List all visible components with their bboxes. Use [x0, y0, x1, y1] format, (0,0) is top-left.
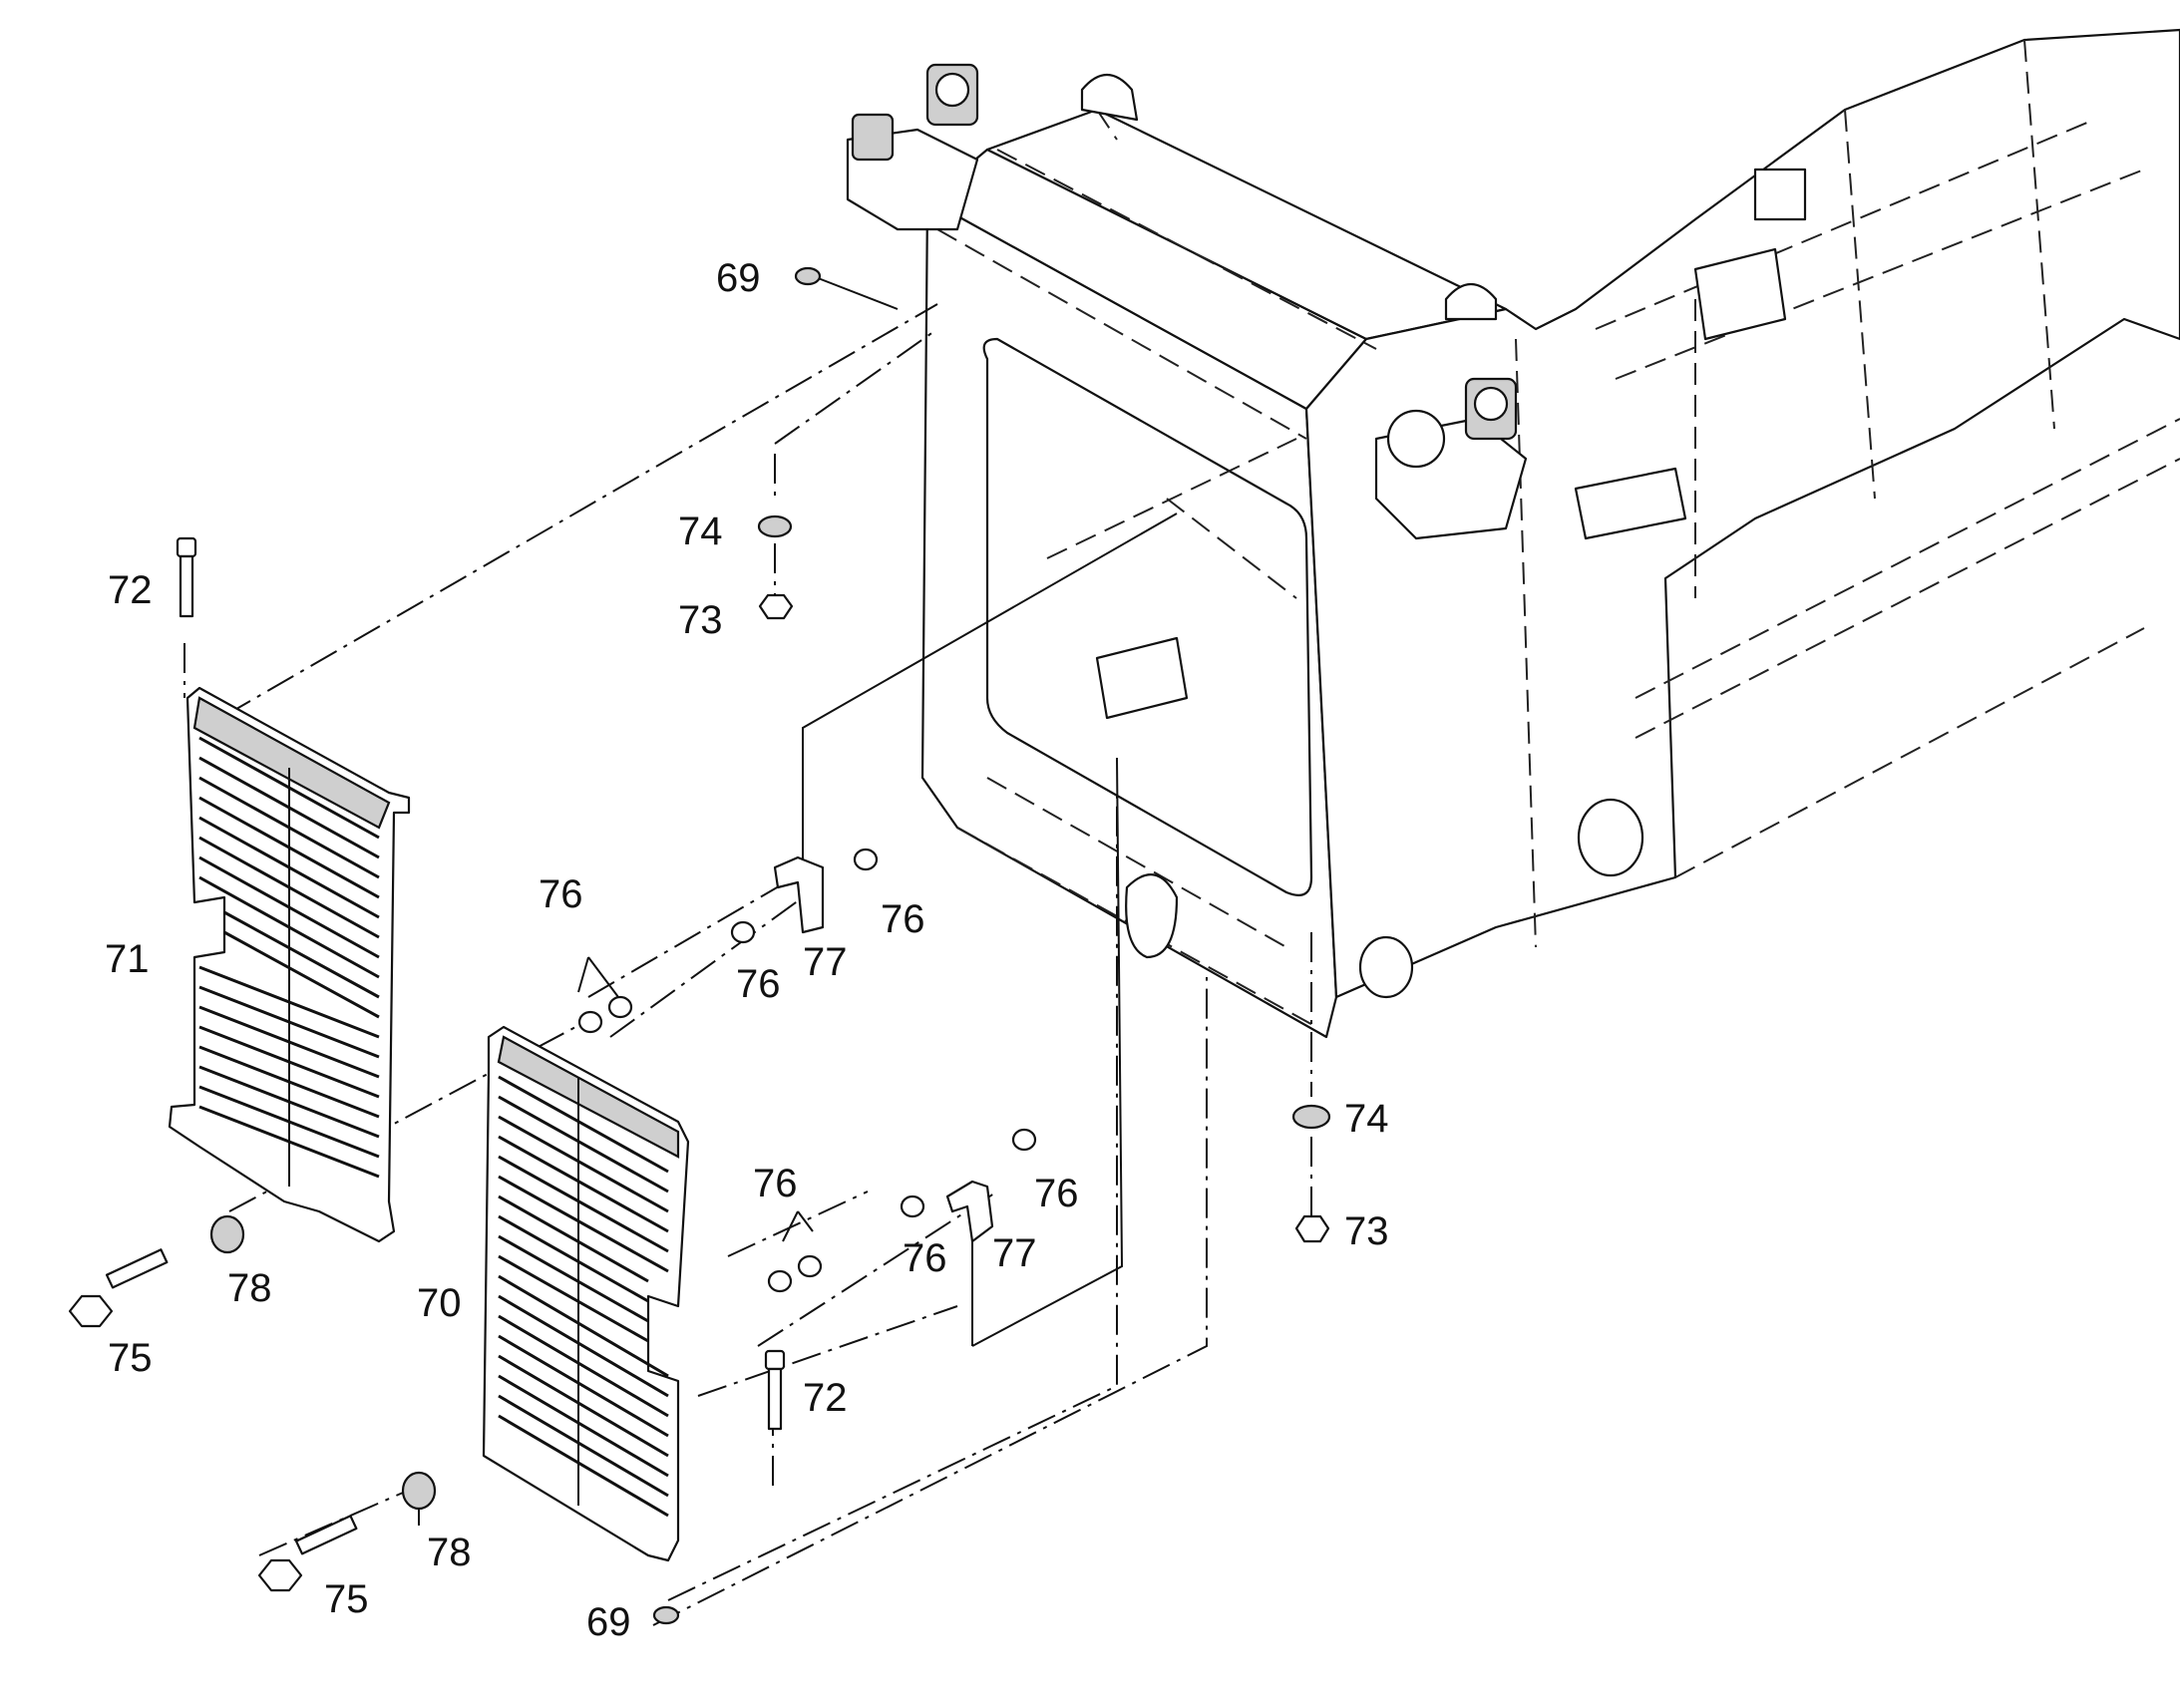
callout-73-top: 73 [678, 598, 723, 642]
callout-75-bottom: 75 [324, 1577, 369, 1621]
callout-76-d: 76 [753, 1162, 798, 1205]
nut-73-top [758, 593, 794, 620]
grille-71 [168, 686, 411, 1243]
axle-mount-left [846, 63, 979, 231]
flange-bolt-75-bottom [257, 1515, 358, 1592]
nut-76-c [730, 920, 756, 944]
grille-70 [482, 1025, 690, 1562]
nut-73-bottom [1294, 1214, 1330, 1243]
callout-75-top: 75 [108, 1336, 153, 1380]
nut-76-g [900, 1195, 925, 1218]
bolt-72-top [176, 536, 197, 618]
bracket-77-bottom [945, 1180, 994, 1243]
nut-76-d [853, 848, 879, 871]
callouts: 69 74 73 72 71 76 76 77 76 78 75 70 76 7… [105, 256, 1389, 1644]
grille-71-slats [198, 736, 380, 1187]
callout-77-bottom: 77 [992, 1231, 1037, 1275]
callout-72-bottom: 72 [803, 1376, 848, 1420]
spacer-78-bottom [401, 1471, 437, 1511]
machine-frame [846, 28, 2180, 1039]
callout-72-top: 72 [108, 568, 153, 612]
nut-76-b [607, 995, 633, 1019]
callout-71: 71 [105, 937, 150, 981]
callout-78-top: 78 [227, 1266, 272, 1310]
nut-76-a [577, 1010, 603, 1034]
callout-74-bottom: 74 [1344, 1097, 1389, 1141]
bolt-72-bottom [764, 1349, 786, 1431]
callout-76-f: 76 [1034, 1172, 1079, 1215]
callout-78-bottom: 78 [427, 1531, 472, 1574]
callout-76-e: 76 [903, 1236, 947, 1280]
callout-73-bottom: 73 [1344, 1209, 1389, 1253]
callout-69-bottom: 69 [586, 1600, 631, 1644]
hardware [68, 266, 1331, 1625]
callout-69-top: 69 [716, 256, 761, 300]
spacer-78-top [209, 1214, 245, 1254]
callout-70: 70 [417, 1281, 462, 1325]
callout-74-top: 74 [678, 510, 723, 553]
flange-bolt-75-top [68, 1248, 169, 1328]
washer-69-bottom [652, 1605, 680, 1625]
nut-76-e [767, 1269, 793, 1293]
washer-74-bottom [1291, 1104, 1331, 1130]
callout-76-b: 76 [736, 962, 781, 1006]
callout-76-a: 76 [539, 872, 583, 916]
nut-76-h [1011, 1128, 1037, 1152]
bracket-77-top [773, 855, 825, 934]
axle-mount-right [1374, 377, 1528, 540]
grille-70-slats [498, 1075, 669, 1518]
callout-77-top: 77 [803, 940, 848, 984]
callout-76-c: 76 [881, 897, 925, 941]
nut-76-f [797, 1254, 823, 1278]
washer-69-top [794, 266, 822, 286]
washer-74-top [757, 514, 793, 538]
